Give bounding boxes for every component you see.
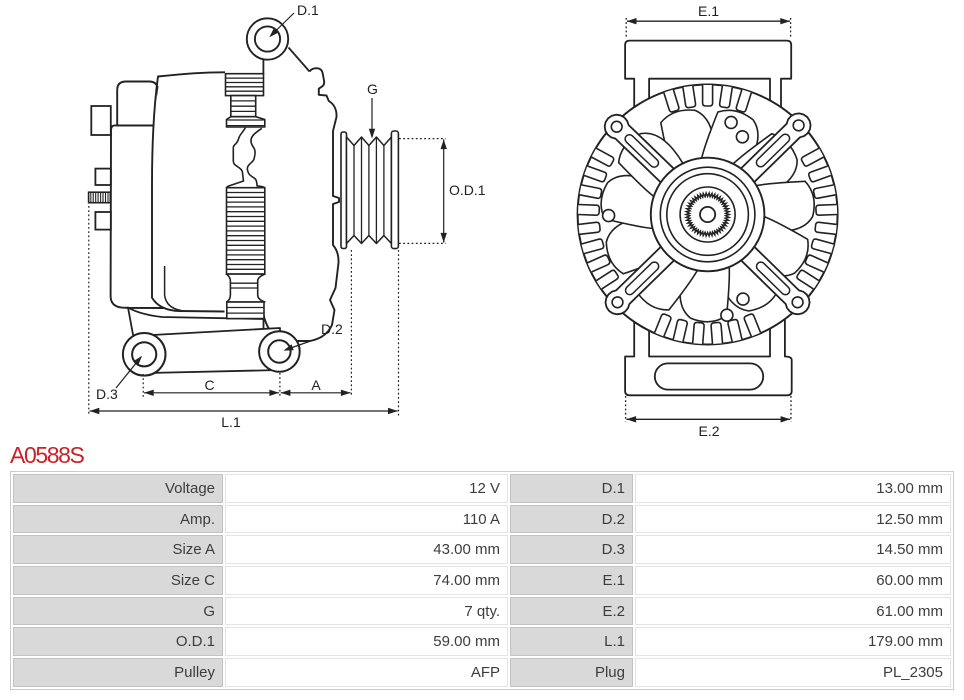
svg-text:D.2: D.2 xyxy=(321,321,343,337)
svg-text:O.D.1: O.D.1 xyxy=(449,182,486,198)
svg-text:D.3: D.3 xyxy=(96,386,118,402)
svg-text:L.1: L.1 xyxy=(221,414,241,430)
svg-text:E.2: E.2 xyxy=(698,423,719,439)
svg-text:G: G xyxy=(367,81,378,97)
svg-text:C: C xyxy=(204,377,214,393)
svg-text:E.1: E.1 xyxy=(698,3,719,19)
svg-text:D.1: D.1 xyxy=(297,2,319,18)
svg-text:A: A xyxy=(311,377,321,393)
